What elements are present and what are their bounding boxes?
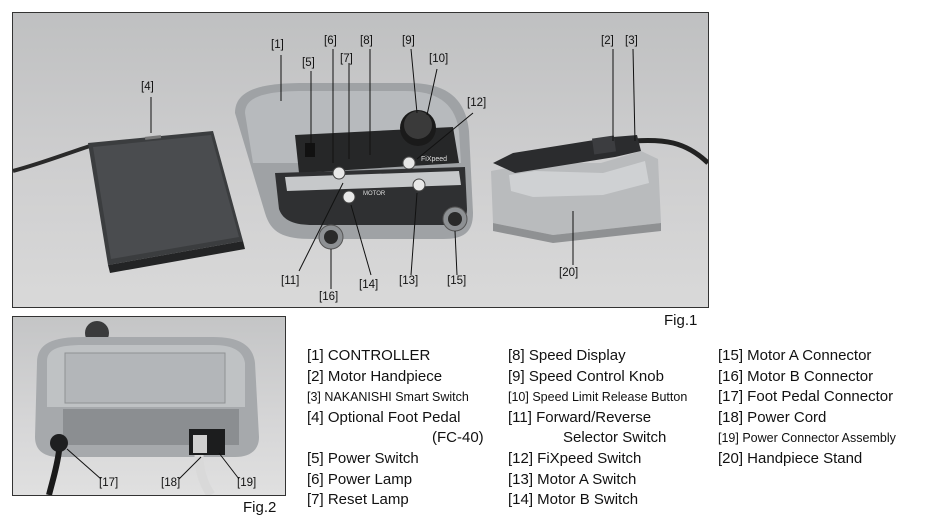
fig1-photo: FiXpeed MOTOR: [12, 12, 709, 308]
legend-item: [14] Motor B Switch: [508, 490, 687, 511]
legend-item: [18] Power Cord: [718, 408, 896, 429]
legend-item: [12] FiXpeed Switch: [508, 449, 687, 470]
callout-9: [9]: [402, 35, 415, 47]
legend-item-text: [12] FiXpeed Switch: [508, 449, 642, 467]
fig2-callout-lines: [66, 448, 240, 480]
handpiece-stand: [491, 151, 661, 243]
fixpeed-button: [402, 156, 416, 170]
callout-1: [1]: [271, 39, 284, 51]
legend-item-text: [13] Motor A Switch: [508, 470, 637, 488]
fig1-illustration: FiXpeed MOTOR: [13, 48, 708, 289]
legend-item-text: [2] Motor Handpiece: [307, 367, 443, 385]
motor-b-connector: [324, 230, 338, 244]
legend-item-text: [3] NAKANISHI Smart Switch: [307, 390, 469, 405]
legend-item: [15] Motor A Connector: [718, 346, 896, 367]
legend-item: [8] Speed Display: [508, 346, 687, 367]
fig1-caption: Fig.1: [664, 312, 698, 329]
callout-5: [5]: [302, 57, 315, 69]
callout-16: [16]: [319, 291, 339, 303]
power-switch: [305, 143, 315, 157]
legend-item: [20] Handpiece Stand: [718, 449, 896, 470]
motor-handpiece: [493, 135, 708, 173]
callout-18: [18]: [161, 477, 181, 489]
callout-13: [13]: [399, 275, 419, 287]
legend-item-text: [1] CONTROLLER: [307, 347, 431, 364]
fig2-illustration: [35, 321, 259, 495]
legend-item-text: [4] Optional Foot Pedal: [307, 408, 461, 426]
legend-item: [1] CONTROLLER: [307, 346, 484, 367]
callout-20: [20]: [559, 267, 579, 279]
legend-item-continuation: Selector Switch: [563, 429, 667, 447]
legend-item: [13] Motor A Switch: [508, 470, 687, 491]
legend-item-text: [10] Speed Limit Release Button: [508, 390, 688, 405]
motor-b-switch: [342, 190, 356, 204]
legend-item: [2] Motor Handpiece: [307, 367, 484, 388]
legend-item: [6] Power Lamp: [307, 470, 484, 491]
legend-item-text: [15] Motor A Connector: [718, 347, 872, 364]
fig2-photo: [17] [18] [19]: [12, 316, 286, 496]
legend-item: [3] NAKANISHI Smart Switch: [307, 387, 484, 408]
motor-a-switch: [412, 178, 426, 192]
fig2-caption: Fig.2: [243, 499, 277, 516]
foot-pedal-connector: [50, 434, 68, 452]
legend-item-text: [9] Speed Control Knob: [508, 367, 664, 385]
callout-10: [10]: [429, 53, 449, 65]
legend-item: [17] Foot Pedal Connector: [718, 387, 896, 408]
legend-item-text: [18] Power Cord: [718, 408, 827, 426]
callout-6: [6]: [324, 35, 337, 47]
legend-item-text: [6] Power Lamp: [307, 470, 413, 488]
controller: FiXpeed MOTOR: [235, 83, 473, 250]
callout-3: [3]: [625, 35, 638, 47]
legend-item: [5] Power Switch: [307, 449, 484, 470]
fixpeed-text: FiXpeed: [421, 156, 447, 163]
legend-column-3: [15] Motor A Connector [16] Motor B Conne…: [718, 346, 896, 470]
motor-text: MOTOR: [363, 191, 386, 197]
legend-item: [10] Speed Limit Release Button: [508, 387, 687, 408]
legend-item: [19] Power Connector Assembly: [718, 428, 896, 449]
legend-item-text: [11] Forward/Reverse: [508, 408, 652, 426]
callout-8: [8]: [360, 35, 373, 47]
legend-item-text: [17] Foot Pedal Connector: [718, 388, 894, 406]
legend-item-continuation: (FC-40): [432, 429, 484, 447]
legend-column-2: [8] Speed Display [9] Speed Control Knob […: [508, 346, 687, 511]
legend-item-text: [16] Motor B Connector: [718, 367, 874, 385]
callout-12: [12]: [467, 97, 487, 109]
callout-19: [19]: [237, 477, 257, 489]
legend-item: [9] Speed Control Knob: [508, 367, 687, 388]
legend-item-text: [14] Motor B Switch: [508, 491, 639, 509]
legend-item-text: [8] Speed Display: [508, 347, 626, 364]
legend-item-text: [7] Reset Lamp: [307, 491, 409, 509]
callout-17: [17]: [99, 477, 119, 489]
legend-column-1: [1] CONTROLLER [2] Motor Handpiece [3] NAK…: [307, 346, 484, 511]
legend-item: [16] Motor B Connector: [718, 367, 896, 388]
legend-item: [7] Reset Lamp: [307, 490, 484, 511]
callout-2: [2]: [601, 35, 614, 47]
legend-item-text: [5] Power Switch: [307, 449, 419, 467]
callout-15: [15]: [447, 275, 467, 287]
callout-14: [14]: [359, 279, 379, 291]
callout-4: [4]: [141, 81, 154, 93]
pedal-cable: [13, 143, 94, 173]
callout-11: [11]: [281, 275, 300, 287]
legend-item: [4] Optional Foot Pedal (FC-40): [307, 408, 484, 449]
motor-a-connector: [448, 212, 462, 226]
foot-pedal: [88, 131, 245, 273]
callout-7: [7]: [340, 53, 353, 65]
controller-rear: [35, 321, 259, 495]
legend-item-text: [20] Handpiece Stand: [718, 449, 863, 467]
legend-item-text: [19] Power Connector Assembly: [718, 431, 896, 446]
power-cord: [194, 454, 215, 495]
fig1-callout-lines: [150, 48, 636, 289]
